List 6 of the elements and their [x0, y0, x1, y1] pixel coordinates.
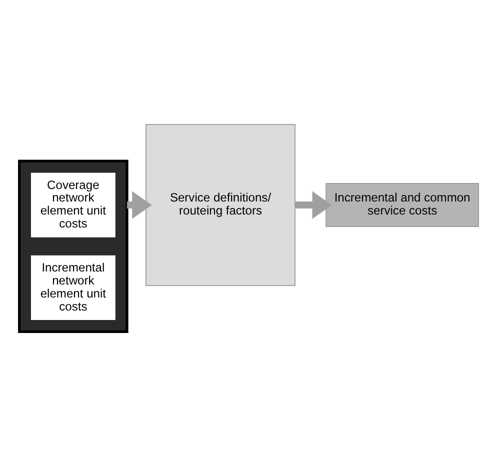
node-box: Incremental and common service costs: [326, 182, 479, 226]
node-box: Coverage network element unit costs: [30, 172, 116, 237]
node-box: Service definitions/ routeing factors: [146, 124, 296, 286]
arrow: [295, 190, 332, 218]
node-box: Incremental network element unit costs: [30, 254, 116, 320]
cluster: [18, 159, 128, 332]
